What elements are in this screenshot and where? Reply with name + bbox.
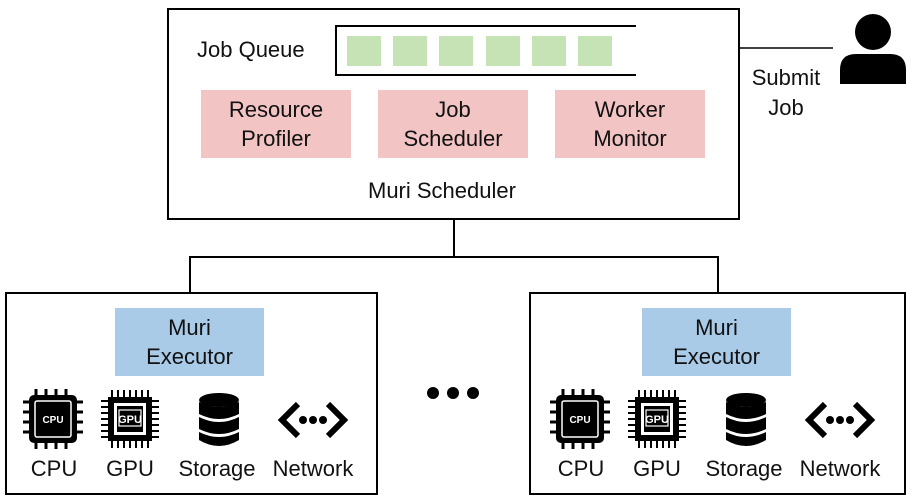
queue-slot bbox=[578, 36, 612, 66]
executor-title: Muri Executor bbox=[642, 308, 791, 376]
storage-label: Storage bbox=[178, 456, 256, 481]
submit-job-label: Submit Job bbox=[751, 65, 821, 120]
svg-text:CPU: CPU bbox=[569, 415, 590, 426]
cpu-icon: CPU bbox=[23, 389, 83, 449]
network-icon bbox=[804, 401, 876, 439]
svg-text:GPU: GPU bbox=[645, 414, 669, 426]
svg-text:CPU: CPU bbox=[42, 415, 63, 426]
user-icon bbox=[840, 14, 906, 84]
queue-slot bbox=[347, 36, 381, 66]
job-queue bbox=[335, 25, 636, 76]
resource-profiler-module: Resource Profiler bbox=[201, 90, 351, 158]
worker-monitor-module: Worker Monitor bbox=[555, 90, 705, 158]
cpu-label: CPU bbox=[557, 456, 605, 481]
scheduler-title: Muri Scheduler bbox=[368, 178, 516, 203]
storage-icon bbox=[199, 393, 239, 446]
storage-icon bbox=[726, 393, 766, 446]
queue-slot bbox=[393, 36, 427, 66]
gpu-label: GPU bbox=[106, 456, 154, 481]
gpu-label: GPU bbox=[633, 456, 681, 481]
svg-text:GPU: GPU bbox=[118, 414, 142, 426]
storage-label: Storage bbox=[705, 456, 783, 481]
executor-title: Muri Executor bbox=[115, 308, 264, 376]
gpu-icon: GPU bbox=[101, 390, 159, 448]
more-executors-ellipsis bbox=[427, 387, 479, 399]
gpu-icon: GPU bbox=[628, 390, 686, 448]
queue-slot bbox=[439, 36, 473, 66]
cpu-icon: CPU bbox=[550, 389, 610, 449]
queue-slot bbox=[486, 36, 520, 66]
job-queue-label: Job Queue bbox=[197, 37, 305, 62]
queue-slot bbox=[532, 36, 566, 66]
cpu-label: CPU bbox=[30, 456, 78, 481]
network-label: Network bbox=[272, 456, 354, 481]
job-scheduler-module: Job Scheduler bbox=[378, 90, 528, 158]
network-icon bbox=[277, 401, 349, 439]
network-label: Network bbox=[799, 456, 881, 481]
